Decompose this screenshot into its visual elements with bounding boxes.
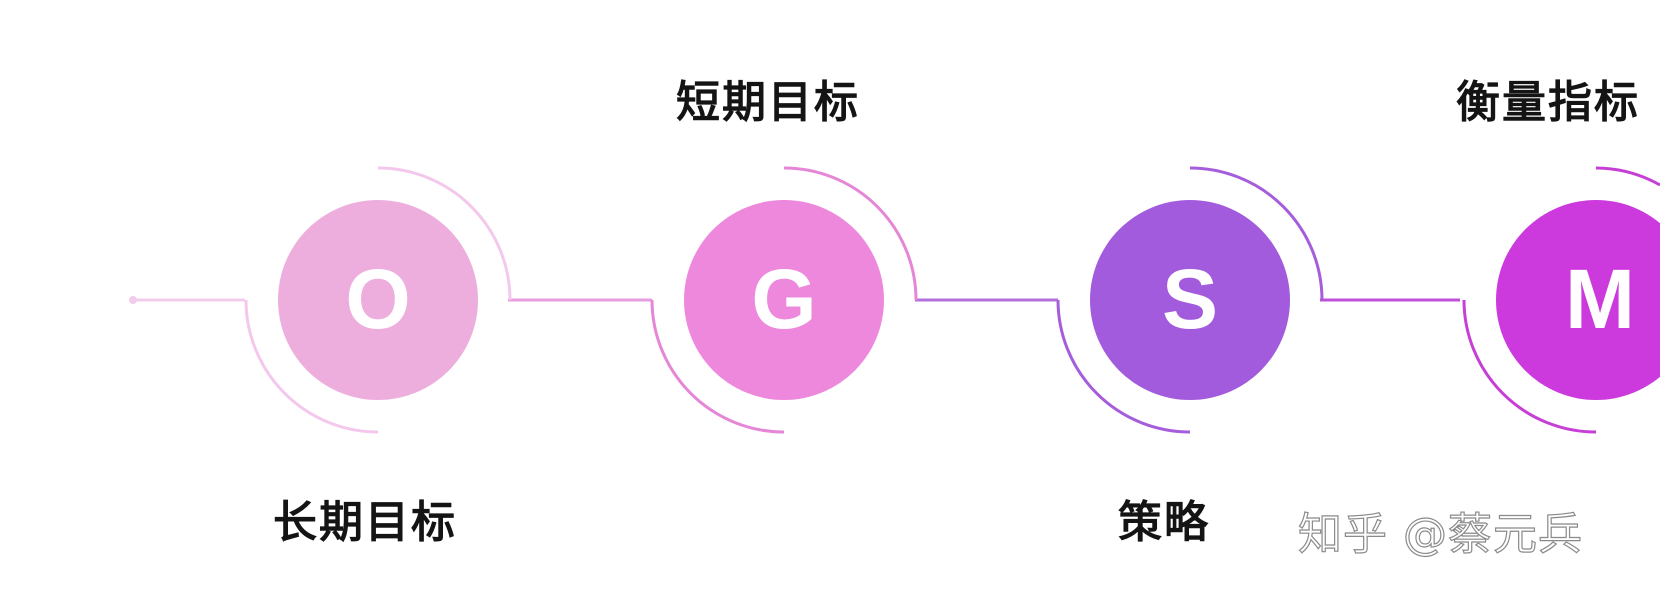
circle-o bbox=[278, 200, 478, 400]
ring-arc-top-s bbox=[1189, 166, 1324, 301]
letter-m: M bbox=[1565, 252, 1635, 346]
ring-arc-top-m bbox=[1595, 166, 1660, 187]
node-m: M bbox=[1462, 166, 1660, 434]
label-m: 衡量指标 bbox=[1456, 77, 1640, 128]
ring-arc-top-o bbox=[377, 166, 512, 301]
label-g: 短期目标 bbox=[676, 77, 860, 128]
letter-s: S bbox=[1162, 252, 1218, 346]
circle-s bbox=[1090, 200, 1290, 400]
label-s: 策略 bbox=[1118, 497, 1210, 548]
label-o: 长期目标 bbox=[273, 497, 457, 548]
letter-g: G bbox=[751, 252, 816, 346]
ring-arc-bottom-m bbox=[1462, 299, 1597, 434]
node-s: S bbox=[1056, 166, 1324, 434]
node-g: G bbox=[650, 166, 918, 434]
letter-o: O bbox=[345, 252, 410, 346]
ring-arc-bottom-g bbox=[650, 299, 785, 434]
ring-arc-bottom-s bbox=[1056, 299, 1191, 434]
circle-g bbox=[684, 200, 884, 400]
node-o: O bbox=[244, 166, 512, 434]
circle-m bbox=[1496, 200, 1660, 400]
ring-arc-top-g bbox=[783, 166, 918, 301]
watermark: 知乎 @蔡元兵 bbox=[1297, 508, 1583, 560]
connector-lines bbox=[129, 296, 1460, 304]
ring-arc-bottom-o bbox=[244, 299, 379, 434]
